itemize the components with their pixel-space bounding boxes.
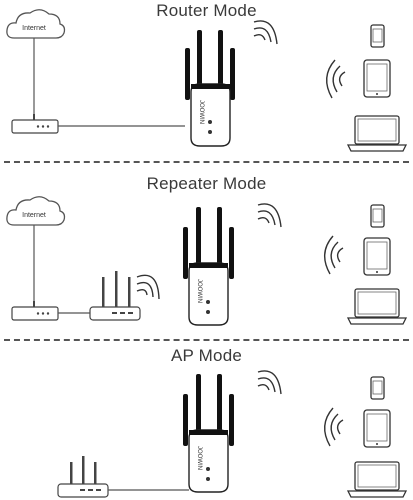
laptop-icon xyxy=(346,115,408,152)
wifi-signal-icon xyxy=(326,59,346,99)
router-icon xyxy=(89,271,141,321)
smartphone-icon xyxy=(370,24,385,48)
repeater-mode-title: Repeater Mode xyxy=(146,174,267,193)
wifi-signal-icon xyxy=(324,407,344,447)
cloud-icon xyxy=(6,196,66,226)
laptop-icon xyxy=(346,288,408,325)
router-icon xyxy=(57,456,109,498)
cloud-icon xyxy=(6,9,66,39)
smartphone-icon xyxy=(370,204,385,228)
tablet-icon xyxy=(363,409,391,448)
modem-icon xyxy=(11,301,59,321)
wifi-signal-icon xyxy=(257,203,282,228)
tablet-icon xyxy=(363,237,391,276)
wifi-signal-icon xyxy=(257,370,282,395)
router-mode-title: Router Mode xyxy=(156,1,257,20)
wifi-extender-icon xyxy=(183,374,234,493)
wifi-extender-icon xyxy=(183,207,234,326)
laptop-icon xyxy=(346,461,408,498)
ap-mode-title: AP Mode xyxy=(170,346,243,365)
modem-icon xyxy=(11,114,59,134)
brand-label: JOOWIN xyxy=(198,100,204,124)
router-mode-diagram: Internet JOOWIN xyxy=(6,9,408,152)
cloud-label: Internet xyxy=(22,25,46,32)
cloud-label: Internet xyxy=(22,212,46,219)
wifi-extender-icon xyxy=(185,30,235,147)
section-divider xyxy=(4,339,409,341)
brand-label: JOOWIN xyxy=(196,279,202,303)
ap-mode-diagram: JOOWIN xyxy=(57,370,408,498)
section-divider xyxy=(4,161,409,163)
wifi-signal-icon xyxy=(136,274,160,300)
smartphone-icon xyxy=(370,376,385,400)
repeater-mode-diagram: Internet JOOWIN xyxy=(6,196,408,326)
wifi-signal-icon xyxy=(324,235,344,275)
wifi-signal-icon xyxy=(253,20,278,45)
tablet-icon xyxy=(363,59,391,98)
brand-label: JOOWIN xyxy=(196,446,202,470)
